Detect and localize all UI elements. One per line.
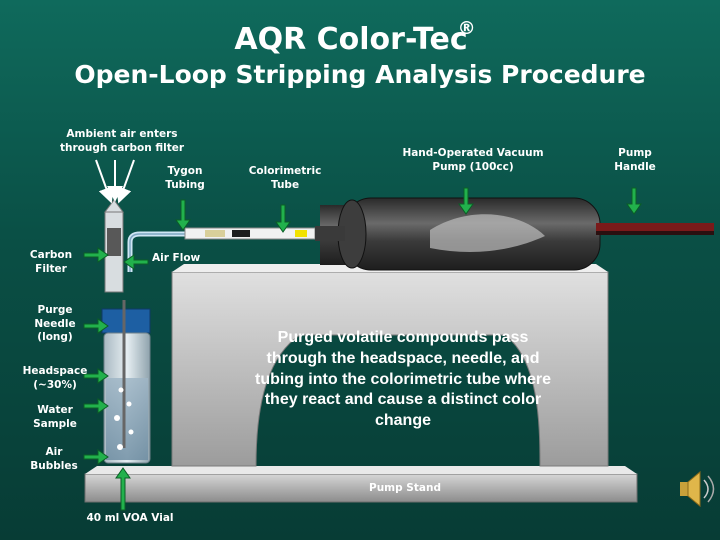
tygon-pointer-arrow [175, 199, 191, 231]
speaker-icon[interactable] [680, 470, 715, 508]
handle-pointer-arrow [626, 187, 642, 215]
vacuum-pump [320, 197, 714, 271]
air-flow-label: Air Flow [152, 252, 201, 264]
carbon-filter-pointer-arrow [83, 247, 109, 263]
colorimetric-tube-label: Colorimetric Tube [248, 165, 322, 191]
tygon-tubing-line [127, 226, 345, 272]
headspace-pointer-arrow [83, 368, 109, 384]
registered-mark: ® [457, 18, 476, 39]
vacuum-pump-label: Hand-Operated Vacuum Pump (100cc) [402, 147, 544, 173]
slide-subtitle: Open-Loop Stripping Analysis Procedure [74, 60, 646, 89]
headspace-label: Headspace (~30%) [22, 365, 88, 391]
vial-pointer-arrow [115, 467, 131, 511]
voa-vial [101, 300, 151, 464]
pump-stand-label: Pump Stand [369, 482, 441, 494]
tygon-tubing-label: Tygon Tubing [165, 165, 205, 191]
pump-stand [84, 264, 638, 503]
purge-needle-pointer-arrow [83, 318, 109, 334]
ambient-air-arrows [95, 159, 135, 204]
purge-needle-label: Purge Needle (long) [34, 304, 76, 344]
process-description: Purged volatile compounds pass through t… [254, 329, 551, 430]
title-text: AQR Color-Tec [234, 22, 468, 57]
water-pointer-arrow [83, 398, 109, 414]
slide-title: AQR Color-Tec® [0, 18, 720, 57]
carbon-filter-label: Carbon Filter [29, 249, 73, 275]
water-sample-label: Water Sample [33, 404, 77, 430]
carbon-filter [104, 199, 124, 293]
ambient-air-label: Ambient air enters through carbon filter [59, 128, 185, 154]
pump-handle-label: Pump Handle [614, 147, 656, 173]
pump-pointer-arrow [458, 187, 474, 215]
air-flow-pointer-arrow [123, 254, 149, 270]
colorimetric-pointer-arrow [275, 204, 291, 233]
green-pointer-arrows [83, 187, 642, 511]
air-bubbles-label: Air Bubbles [30, 446, 78, 472]
voa-vial-label: 40 ml VOA Vial [86, 512, 174, 524]
air-bubbles-pointer-arrow [83, 449, 109, 465]
